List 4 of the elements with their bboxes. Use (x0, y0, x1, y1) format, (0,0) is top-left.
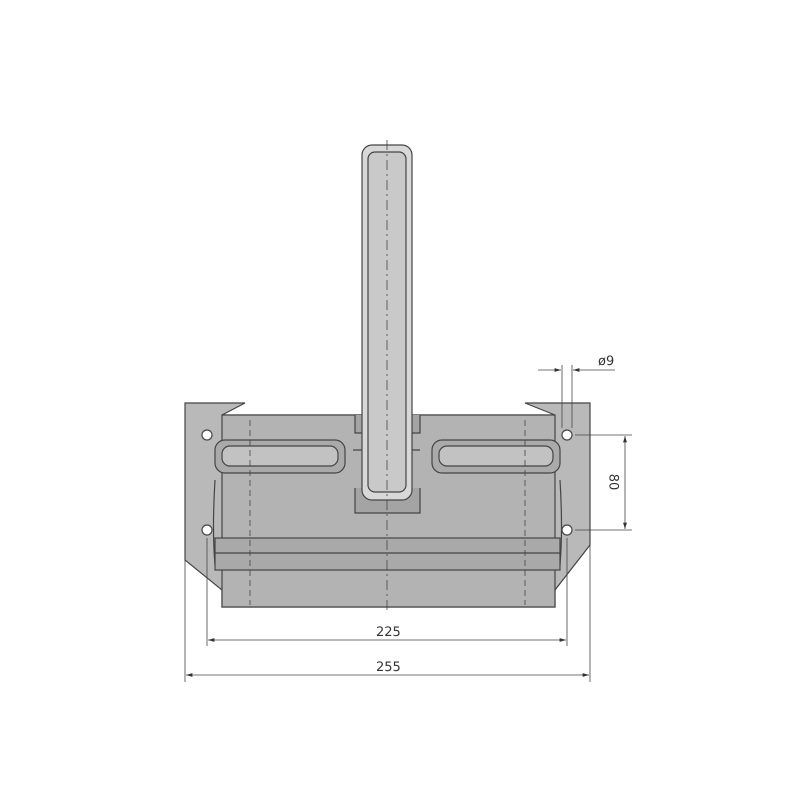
dimension-label: 225 (376, 626, 401, 640)
dimension-label: ø9 (598, 355, 614, 369)
dimension-label: 80 (605, 474, 620, 490)
dimension-label: 255 (376, 661, 401, 675)
